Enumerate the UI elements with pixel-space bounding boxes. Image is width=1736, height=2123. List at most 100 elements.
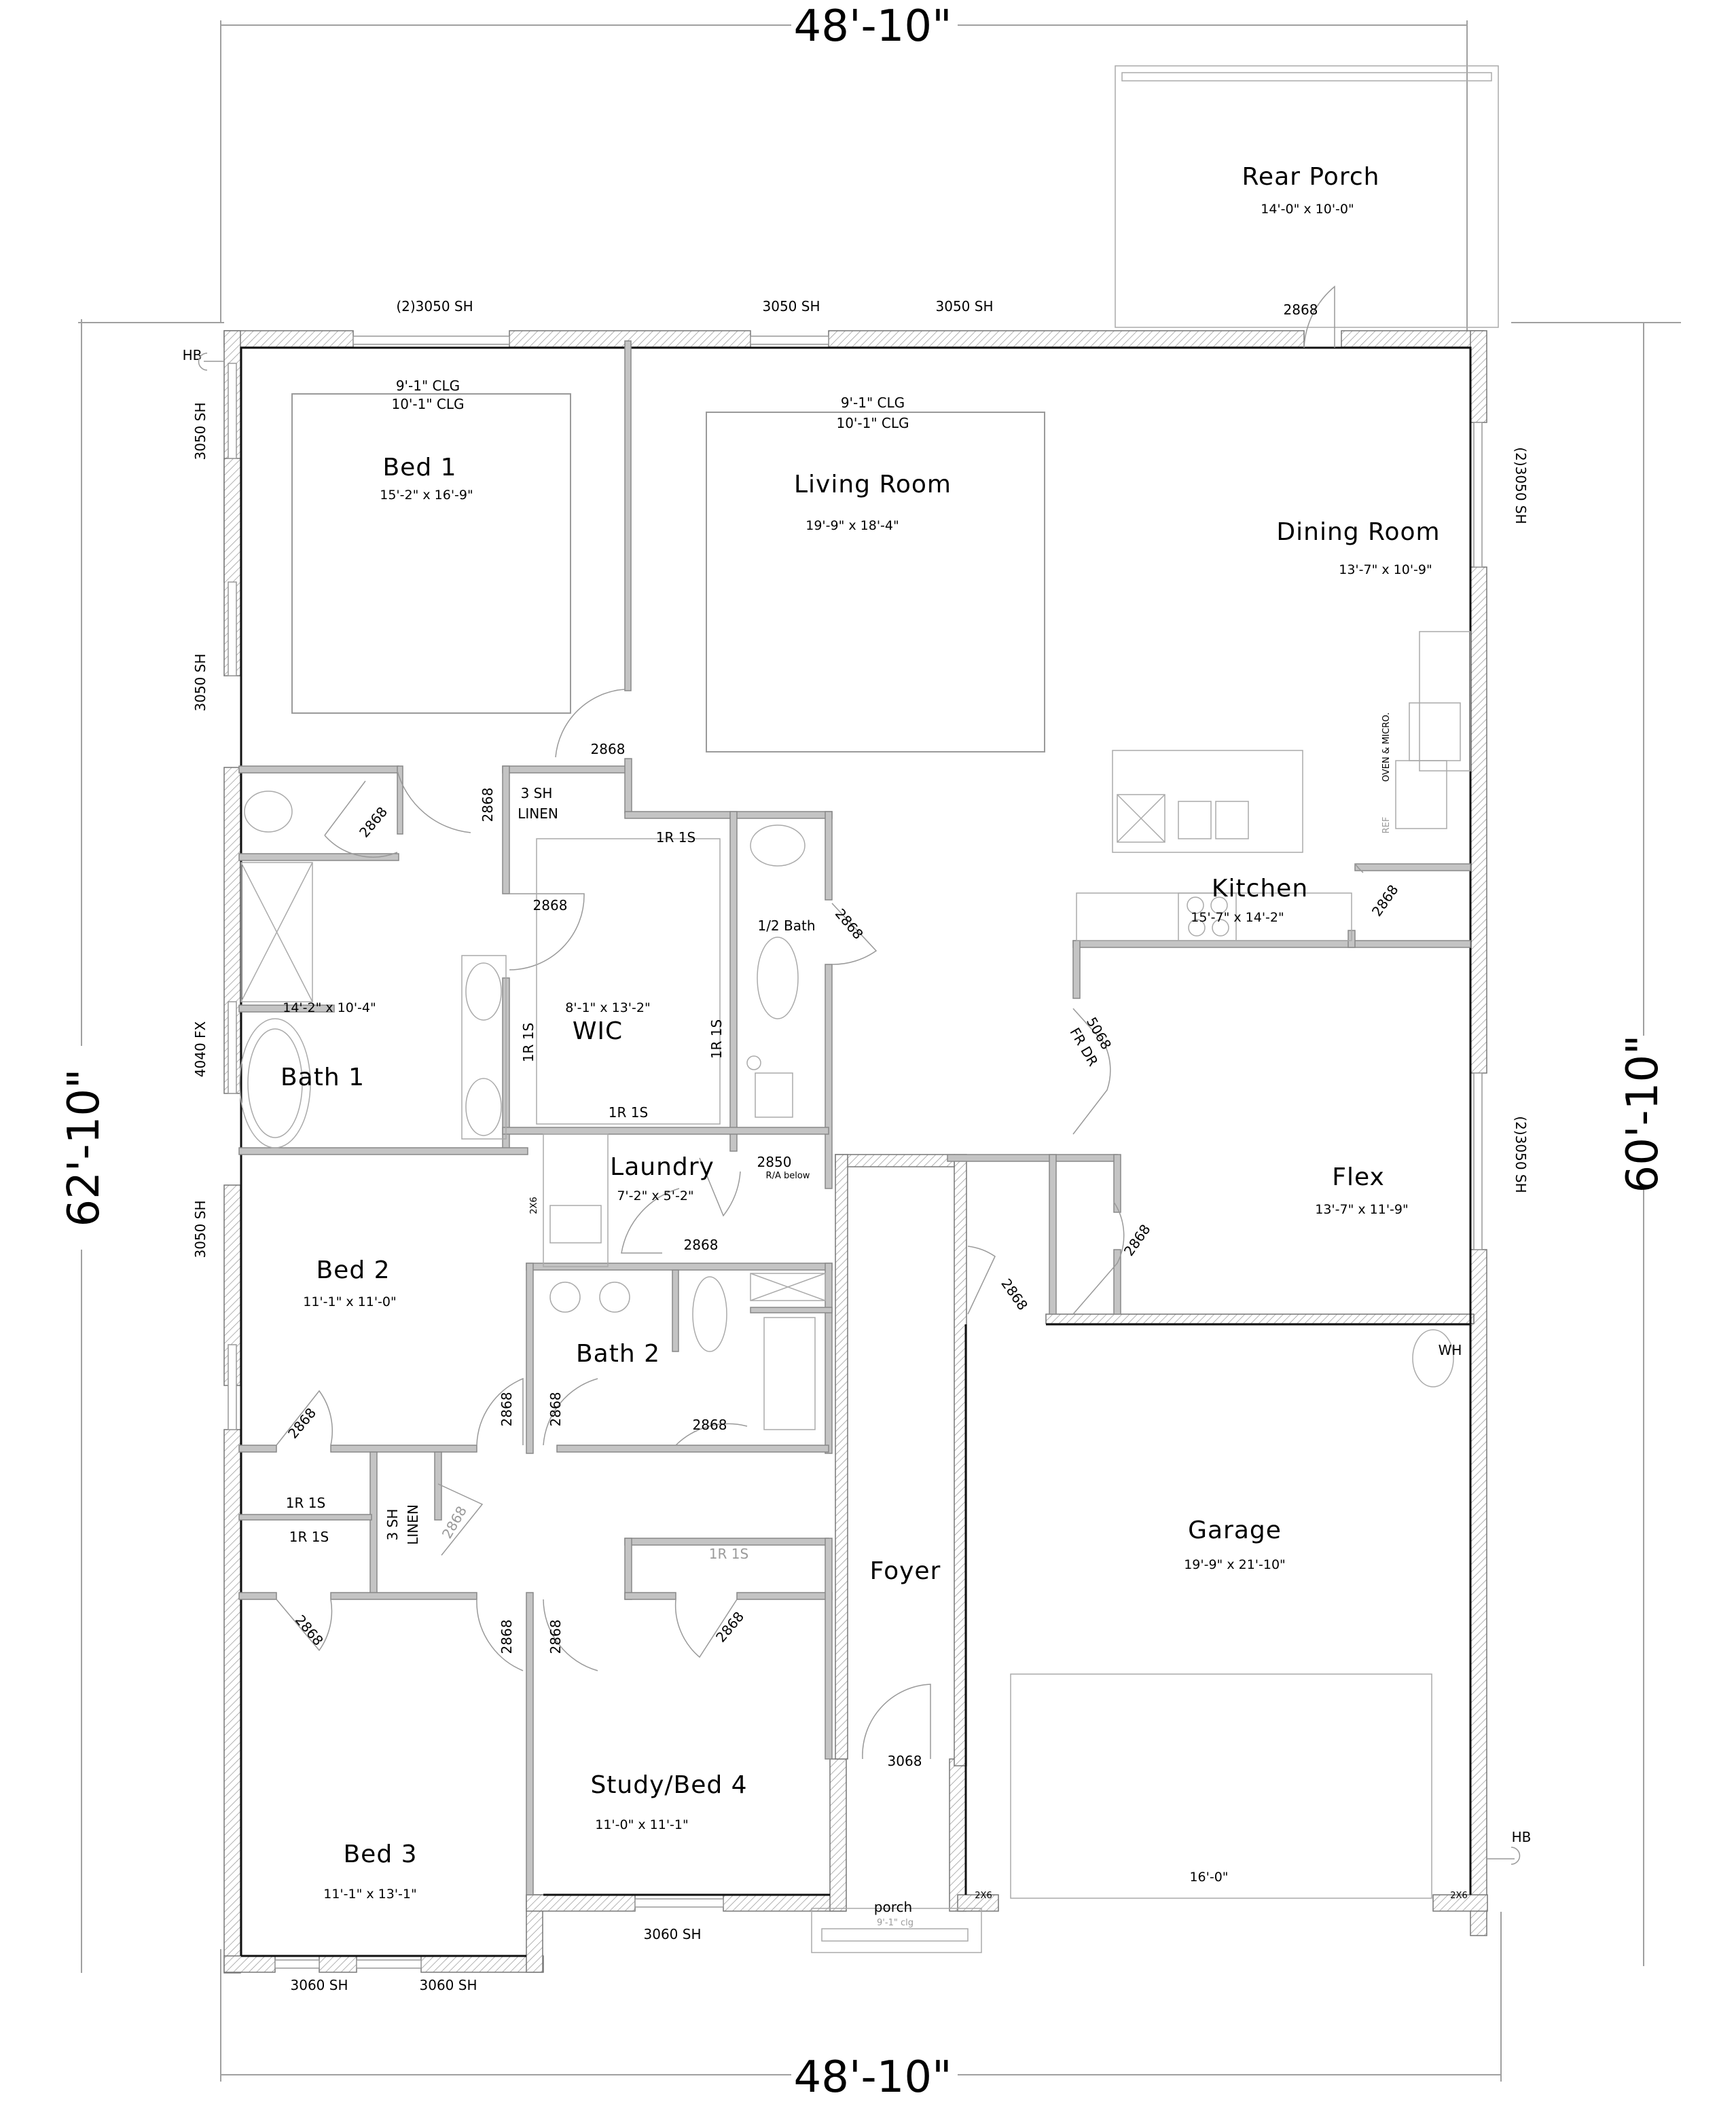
study-label: Study/Bed 4 (590, 1771, 747, 1799)
garage-size: 19'-9" x 21'-10" (1184, 1557, 1286, 1572)
window-label-top-bed1: (2)3050 SH (396, 298, 473, 314)
dining-room-label: Dining Room (1276, 518, 1440, 546)
bed1-ceiling-1: 9'-1" CLG (396, 378, 460, 394)
front-porch-outline (811, 1908, 982, 1953)
linen-upper-shelves: 3 SH (521, 785, 553, 801)
kitchen-size: 15'-7" x 14'-2" (1191, 910, 1284, 925)
living-ceiling-1: 9'-1" CLG (841, 395, 905, 411)
hall-linen-label: LINEN (405, 1504, 421, 1545)
wic-rod-left: 1R 1S (520, 1023, 537, 1062)
bath2-label: Bath 2 (576, 1340, 660, 1368)
bed1-ceiling-2: 10'-1" CLG (391, 396, 464, 412)
door-swings (276, 285, 1364, 1760)
door-bed1: 2868 (591, 741, 626, 757)
window-label-bottom-bed3-b: 3060 SH (420, 1977, 477, 1993)
hose-bib-right-icon (1487, 1847, 1521, 1865)
door-bed3: 2868 (499, 1620, 515, 1654)
laundry-wall-2x6: 2X6 (529, 1197, 539, 1214)
hose-bib-left-icon (198, 352, 224, 371)
study-size: 11'-0" x 11'-1" (595, 1817, 689, 1832)
flex-size: 13'-7" x 11'-9" (1315, 1202, 1409, 1217)
door-bed2: 2868 (499, 1392, 515, 1427)
window-label-top-living-1: 3050 SH (763, 298, 820, 314)
door-bed3-closet: 2868 (292, 1612, 327, 1648)
door-flex-closet: 2868 (1121, 1221, 1154, 1258)
window-label-left-bath1: 4040 FX (192, 1021, 209, 1077)
right-depth-dimension: 60'-10" (1618, 1035, 1668, 1193)
door-rear-porch: 2868 (1284, 302, 1318, 318)
bed1-tray-ceiling (291, 393, 571, 714)
refrigerator-label: REF (1381, 817, 1392, 834)
wic-label: WIC (573, 1017, 623, 1045)
window-label-left-bed1-b: 3050 SH (192, 654, 209, 712)
hose-bib-right: HB (1512, 1829, 1532, 1845)
door-closet-2850: 2850 (757, 1154, 792, 1170)
door-bath1-entry: 2868 (480, 788, 496, 822)
fixtures-drawing (239, 631, 1471, 1899)
bed2-label: Bed 2 (316, 1256, 390, 1284)
post-right-2x6: 2X6 (1450, 1891, 1467, 1901)
hall-linen-shelves: 3 SH (384, 1509, 401, 1541)
window-label-left-bed1-a: 3050 SH (192, 403, 209, 460)
door-bath2-a: 2868 (547, 1392, 564, 1427)
dining-room-size: 13'-7" x 10'-9" (1339, 562, 1432, 577)
window-label-bottom-study: 3060 SH (644, 1926, 702, 1942)
door-garage-entry: 2868 (998, 1275, 1031, 1313)
oven-micro-label: OVEN & MICRO. (1381, 712, 1392, 782)
wic-rod-right: 1R 1S (708, 1019, 725, 1059)
wic-rod-bottom: 1R 1S (609, 1104, 648, 1121)
window-label-right-flex: (2)3050 SH (1513, 1116, 1529, 1193)
bed2-size: 11'-1" x 11'-0" (303, 1294, 397, 1309)
door-linen-hall: 2868 (439, 1503, 470, 1541)
window-label-bottom-bed3-a: 3060 SH (291, 1977, 348, 1993)
rear-porch-label: Rear Porch (1242, 163, 1380, 191)
wic-size: 8'-1" x 13'-2" (565, 1000, 650, 1015)
bottom-width-dimension: 48'-10" (794, 2052, 952, 2103)
porch-ceiling: 9'-1" clg (877, 1918, 914, 1928)
window-label-top-living-2: 3050 SH (936, 298, 994, 314)
bed1-size: 15'-2" x 16'-9" (380, 488, 473, 503)
bed1-label: Bed 1 (382, 454, 456, 482)
rear-porch-outline (1115, 65, 1499, 328)
bed2-closet-rod: 1R 1S (286, 1495, 325, 1511)
water-heater-label: WH (1439, 1342, 1462, 1358)
door-study: 2868 (547, 1620, 564, 1654)
window-label-left-bed2: 3050 SH (192, 1201, 209, 1258)
garage-label: Garage (1188, 1517, 1282, 1544)
door-closet-2850-note: R/A below (766, 1171, 810, 1181)
windows (228, 335, 1483, 1969)
living-room-size: 19'-9" x 18'-4" (806, 518, 899, 533)
left-depth-dimension: 62'-10" (59, 1069, 109, 1227)
living-tray-ceiling (706, 412, 1045, 752)
garage-door-outline (1010, 1673, 1432, 1899)
laundry-label: Laundry (610, 1153, 715, 1181)
door-bath2-b: 2868 (693, 1417, 727, 1433)
living-ceiling-2: 10'-1" CLG (836, 415, 909, 431)
garage-door-width: 16'-0" (1189, 1870, 1228, 1885)
foyer-label: Foyer (870, 1557, 941, 1585)
door-laundry: 2868 (684, 1237, 719, 1253)
door-wic: 2868 (533, 897, 568, 913)
porch-label: porch (874, 1899, 912, 1915)
dimension-lines (78, 20, 1681, 2082)
bed3-closet-rod: 1R 1S (289, 1529, 329, 1545)
flex-label: Flex (1332, 1163, 1385, 1191)
exterior-walls (223, 330, 1488, 1974)
kitchen-label: Kitchen (1212, 875, 1308, 903)
living-room-label: Living Room (794, 471, 952, 498)
bath1-size: 14'-2" x 10'-4" (283, 1000, 376, 1015)
door-half-bath: 2868 (832, 905, 867, 942)
top-width-dimension: 48'-10" (794, 1, 952, 52)
post-left-2x6: 2X6 (975, 1891, 992, 1901)
linen-upper-label: LINEN (518, 805, 558, 822)
study-closet-rod: 1R 1S (709, 1546, 748, 1562)
window-label-right-dining: (2)3050 SH (1513, 447, 1529, 524)
door-front: 3068 (888, 1753, 922, 1769)
half-bath-label: 1/2 Bath (757, 918, 815, 934)
door-bed2-closet: 2868 (285, 1404, 319, 1441)
door-study-closet: 2868 (712, 1608, 747, 1645)
door-kitchen-pantry: 2868 (1369, 882, 1402, 919)
wic-rod-top: 1R 1S (656, 829, 695, 846)
interior-walls (238, 340, 1471, 1895)
